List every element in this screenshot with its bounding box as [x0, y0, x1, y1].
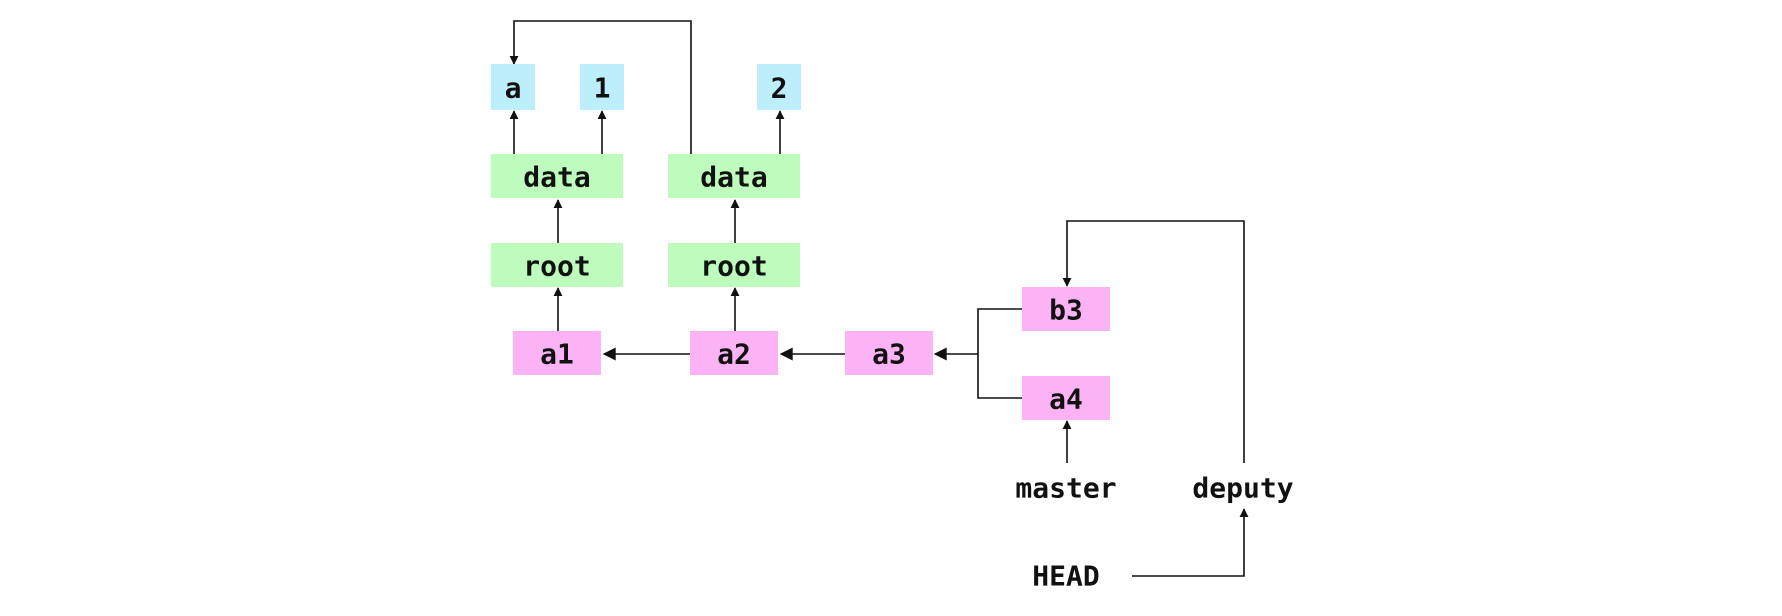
edges: [509, 20, 1249, 577]
tree-nodes: data data root root: [491, 154, 800, 287]
edge-data-right-to-blob-a: [509, 20, 692, 154]
tree-node-root-left-label: root: [523, 250, 590, 283]
blob-node-2-label: 2: [771, 72, 788, 105]
edge-b3-to-a3-branch: [977, 308, 1022, 354]
ref-head[interactable]: HEAD: [1032, 560, 1099, 593]
blob-node-1-label: 1: [594, 72, 611, 105]
commit-nodes: a1 a2 a3 b3 a4: [513, 287, 1110, 420]
tree-node-data-left[interactable]: data: [491, 154, 623, 198]
blob-nodes: a 1 2: [491, 64, 801, 110]
tree-node-data-left-label: data: [523, 161, 590, 194]
commit-node-b3-label: b3: [1049, 294, 1083, 327]
commit-node-a3[interactable]: a3: [845, 331, 933, 375]
tree-node-root-right-label: root: [700, 250, 767, 283]
ref-master[interactable]: master: [1015, 472, 1116, 505]
commit-node-a1[interactable]: a1: [513, 331, 601, 375]
commit-node-a1-label: a1: [540, 338, 574, 371]
edge-deputy-to-b3: [1062, 220, 1245, 463]
blob-node-a[interactable]: a: [491, 64, 535, 110]
edge-head-to-deputy: [1132, 508, 1249, 577]
tree-node-data-right-label: data: [700, 161, 767, 194]
blob-node-a-label: a: [505, 72, 522, 105]
tree-node-data-right[interactable]: data: [668, 154, 800, 198]
ref-labels: master deputy HEAD: [1015, 472, 1293, 593]
tree-node-root-right[interactable]: root: [668, 243, 800, 287]
ref-deputy[interactable]: deputy: [1192, 472, 1293, 505]
commit-node-a4-label: a4: [1049, 383, 1083, 416]
commit-node-a2-label: a2: [717, 338, 751, 371]
tree-node-root-left[interactable]: root: [491, 243, 623, 287]
edge-a4-to-a3-branch: [977, 354, 1022, 399]
commit-node-b3[interactable]: b3: [1022, 287, 1110, 331]
commit-node-a3-label: a3: [872, 338, 906, 371]
blob-node-2[interactable]: 2: [757, 64, 801, 110]
commit-node-a4[interactable]: a4: [1022, 376, 1110, 420]
blob-node-1[interactable]: 1: [580, 64, 624, 110]
commit-node-a2[interactable]: a2: [690, 331, 778, 375]
